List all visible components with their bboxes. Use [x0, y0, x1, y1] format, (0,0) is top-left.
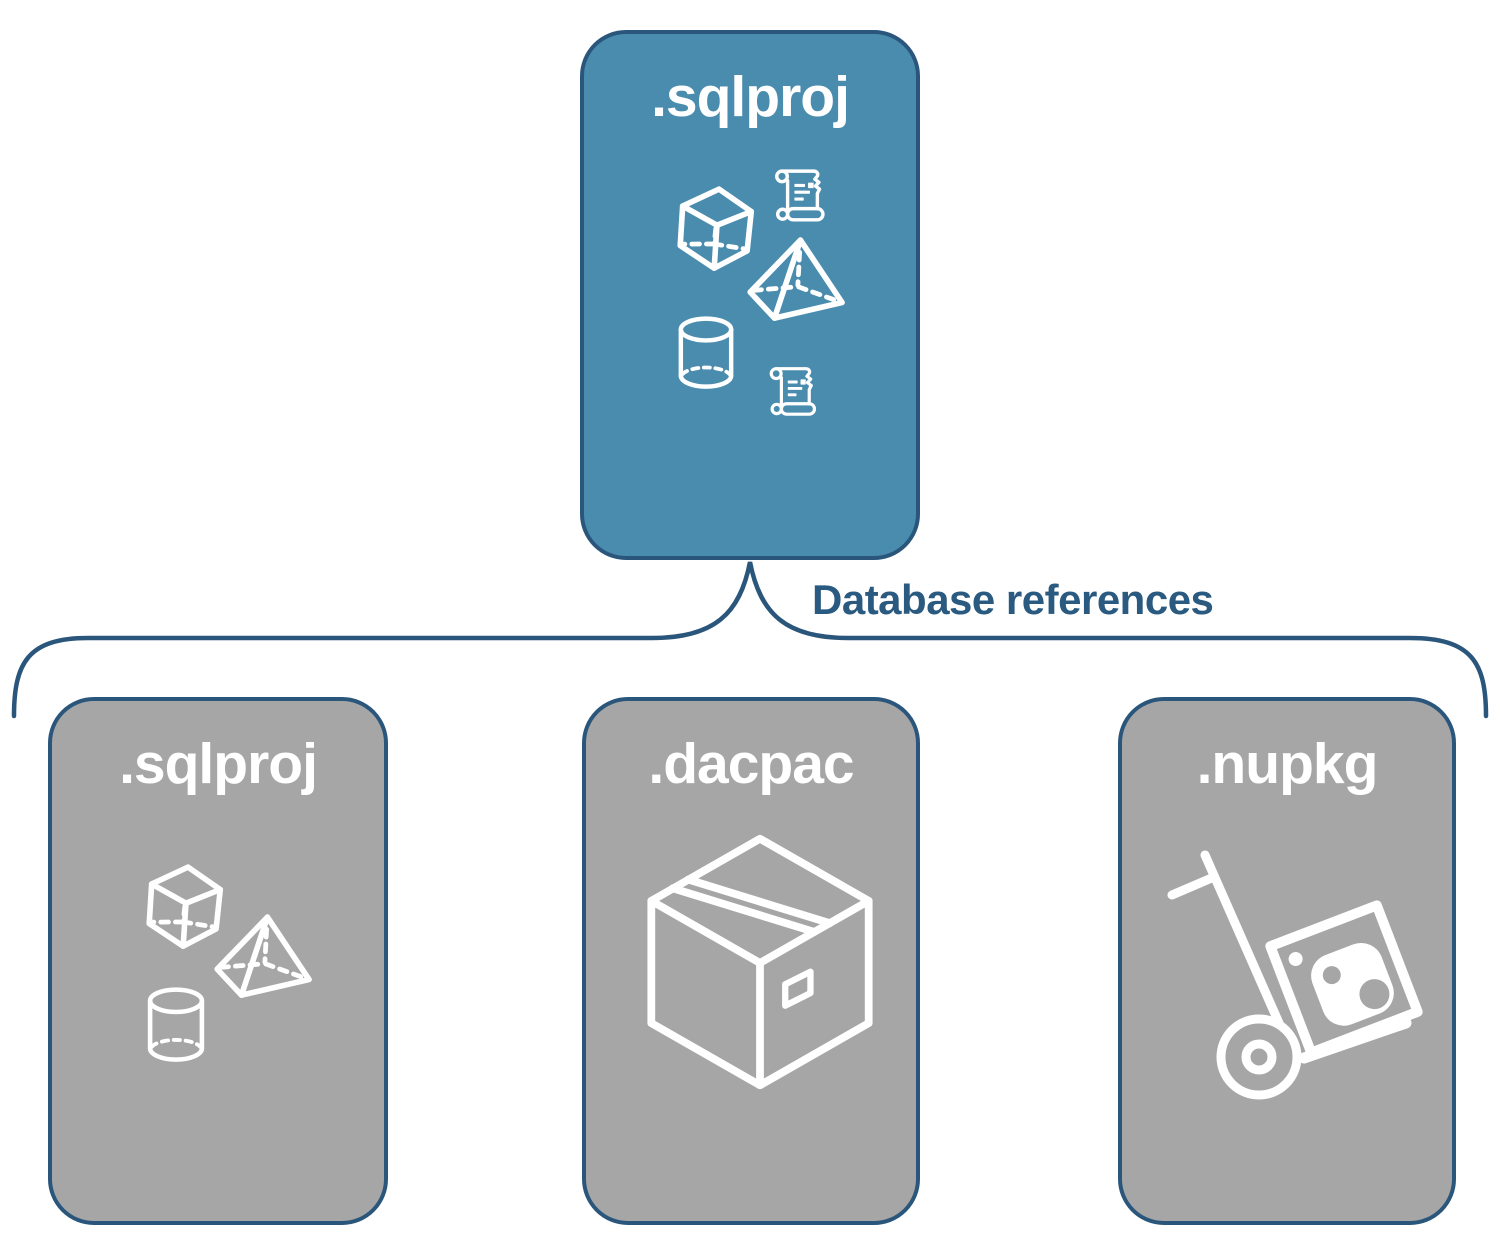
scroll-icon: [769, 367, 817, 416]
cube-icon: [146, 864, 224, 949]
package-box-icon: [647, 834, 873, 1090]
child-card-sqlproj: .sqlproj: [48, 697, 388, 1225]
child-card-label: .dacpac: [648, 732, 854, 796]
root-card-sqlproj: .sqlproj: [580, 30, 920, 560]
child-card-label: .nupkg: [1196, 732, 1379, 796]
cylinder-icon: [147, 987, 205, 1062]
connector-label: Database references: [812, 576, 1214, 623]
child-card-dacpac: .dacpac: [582, 697, 920, 1225]
nuget-hand-truck-icon: [1167, 850, 1423, 1100]
child-card-nupkg: .nupkg: [1118, 697, 1456, 1225]
cylinder-icon: [678, 316, 734, 389]
child-card-label: .sqlproj: [119, 732, 318, 796]
cube-icon: [677, 186, 755, 271]
root-card-label: .sqlproj: [651, 65, 850, 129]
pyramid-icon: [214, 914, 312, 998]
pyramid-icon: [747, 237, 845, 321]
scroll-icon: [775, 169, 825, 222]
